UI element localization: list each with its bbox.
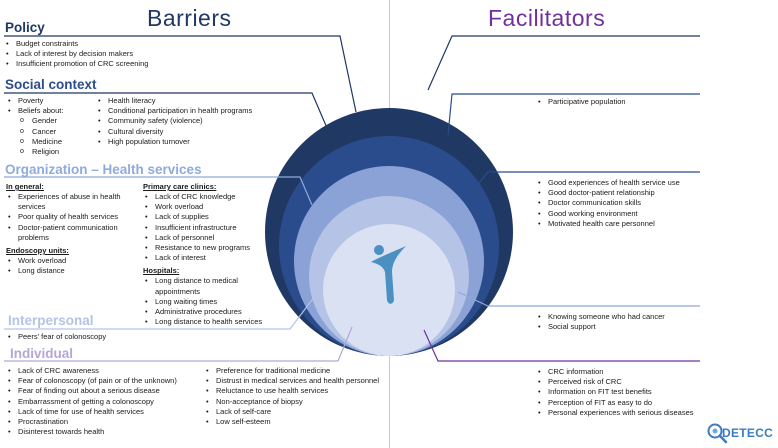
- general-subheading: In general:: [6, 182, 44, 191]
- list-item: Religion: [6, 147, 63, 157]
- list-item: Lack of self-care: [204, 407, 379, 417]
- list-item: Cancer: [6, 127, 63, 137]
- logo-text: DETECC: [722, 426, 774, 440]
- facilitators-interpersonal-list: Knowing someone who had cancer Social su…: [536, 312, 665, 333]
- list-item: Long distance to health services: [143, 317, 273, 327]
- beliefs-sublist: Gender Cancer Medicine Religion: [6, 116, 63, 157]
- list-item: Perceived risk of CRC: [536, 377, 694, 387]
- policy-list: Budget constraints Lack of interest by d…: [4, 39, 148, 70]
- list-item: Beliefs about:: [6, 106, 63, 116]
- list-item: Embarrassment of getting a colonoscopy: [6, 397, 177, 407]
- interpersonal-title: Interpersonal: [8, 313, 94, 328]
- facilitators-individual-list: CRC information Perceived risk of CRC In…: [536, 367, 694, 418]
- detecc-logo: DETECC: [706, 422, 776, 444]
- list-item: Lack of time for use of health services: [6, 407, 177, 417]
- list-item: Lack of CRC awareness: [6, 366, 177, 376]
- social-context-title: Social context: [5, 77, 97, 92]
- interpersonal-list: Peers' fear of colonoscopy: [6, 332, 106, 342]
- individual-connector: [4, 326, 353, 362]
- list-item: Lack of CRC knowledge: [143, 192, 273, 202]
- list-item: Experiences of abuse in health services: [6, 192, 131, 212]
- list-item: Personal experiences with serious diseas…: [536, 408, 694, 418]
- list-item: Participative population: [536, 97, 626, 107]
- list-item: Doctor communication skills: [536, 198, 680, 208]
- list-item: Long distance: [6, 266, 131, 276]
- list-item: High population turnover: [96, 137, 252, 147]
- magnifier-icon: [707, 423, 728, 444]
- list-item: Good doctor-patient relationship: [536, 188, 680, 198]
- list-item: Cultural diversity: [96, 127, 252, 137]
- policy-title: Policy: [5, 20, 45, 35]
- facilitators-heading: Facilitators: [488, 5, 606, 31]
- list-item: Lack of interest by decision makers: [4, 49, 148, 59]
- list-item: Long distance to medical appointments: [143, 276, 251, 296]
- list-item: Knowing someone who had cancer: [536, 312, 665, 322]
- list-item: Gender: [6, 116, 63, 126]
- list-item: Preference for traditional medicine: [204, 366, 379, 376]
- list-item: Long waiting times: [143, 297, 273, 307]
- barrier-connectors: [4, 35, 357, 136]
- list-item: Administrative procedures: [143, 307, 273, 317]
- list-item: Lack of personnel: [143, 233, 273, 243]
- organization-title: Organization – Health services: [5, 162, 202, 177]
- list-item: Information on FIT test benefits: [536, 387, 694, 397]
- list-item: Reluctance to use health services: [204, 386, 379, 396]
- list-item: Disinterest towards health: [6, 427, 177, 437]
- individual-col-1: Lack of CRC awareness Fear of colonoscop…: [6, 366, 177, 438]
- facilitator-connectors: [423, 35, 700, 362]
- interpersonal-connector: [4, 291, 319, 330]
- organization-col-1: In general: Experiences of abuse in heal…: [6, 182, 131, 277]
- organization-connector: [4, 176, 313, 206]
- person-figure: [371, 245, 406, 304]
- organization-col-2: Primary care clinics: Lack of CRC knowle…: [143, 182, 273, 328]
- list-item: Conditional participation in health prog…: [96, 106, 252, 116]
- facilitators-organization-list: Good experiences of health service use G…: [536, 178, 680, 229]
- list-item: CRC information: [536, 367, 694, 377]
- list-item: Fear of finding out about a serious dise…: [6, 386, 177, 396]
- endoscopy-subheading: Endoscopy units:: [6, 246, 69, 256]
- hospitals-subheading: Hospitals:: [143, 266, 180, 276]
- list-item: Motivated health care personnel: [536, 219, 680, 229]
- list-item: Procrastination: [6, 417, 177, 427]
- list-item: Medicine: [6, 137, 63, 147]
- list-item: Work overload: [143, 202, 273, 212]
- list-item: Resistance to new programs: [143, 243, 273, 253]
- list-item: Perception of FIT as easy to do: [536, 398, 694, 408]
- list-item: Doctor-patient communication problems: [6, 223, 131, 243]
- primary-care-subheading: Primary care clinics:: [143, 182, 217, 191]
- list-item: Fear of colonoscopy (of pain or of the u…: [6, 376, 177, 386]
- list-item: Budget constraints: [4, 39, 148, 49]
- list-item: Lack of interest: [143, 253, 273, 263]
- list-item: Non-acceptance of biopsy: [204, 397, 379, 407]
- facilitators-social-list: Participative population: [536, 97, 626, 107]
- list-item: Health literacy: [96, 96, 252, 106]
- social-col-2: Health literacy Conditional participatio…: [96, 96, 252, 147]
- list-item: Insufficient infrastructure: [143, 223, 273, 233]
- list-item: Insufficient promotion of CRC screening: [4, 59, 148, 69]
- list-item: Poor quality of health services: [6, 212, 131, 222]
- list-item: Community safety (violence): [96, 116, 252, 126]
- social-col-1: Poverty Beliefs about: Gender Cancer Med…: [6, 96, 63, 157]
- list-item: Poverty: [6, 96, 63, 106]
- list-item: Good working environment: [536, 209, 680, 219]
- list-item: Distrust in medical services and health …: [204, 376, 379, 386]
- barriers-heading: Barriers: [147, 5, 232, 31]
- list-item: Good experiences of health service use: [536, 178, 680, 188]
- individual-col-2: Preference for traditional medicine Dist…: [204, 366, 379, 427]
- list-item: Peers' fear of colonoscopy: [6, 332, 106, 342]
- list-item: Low self-esteem: [204, 417, 379, 427]
- individual-title: Individual: [10, 346, 74, 361]
- list-item: Work overload: [6, 256, 131, 266]
- list-item: Lack of supplies: [143, 212, 273, 222]
- list-item: Social support: [536, 322, 665, 332]
